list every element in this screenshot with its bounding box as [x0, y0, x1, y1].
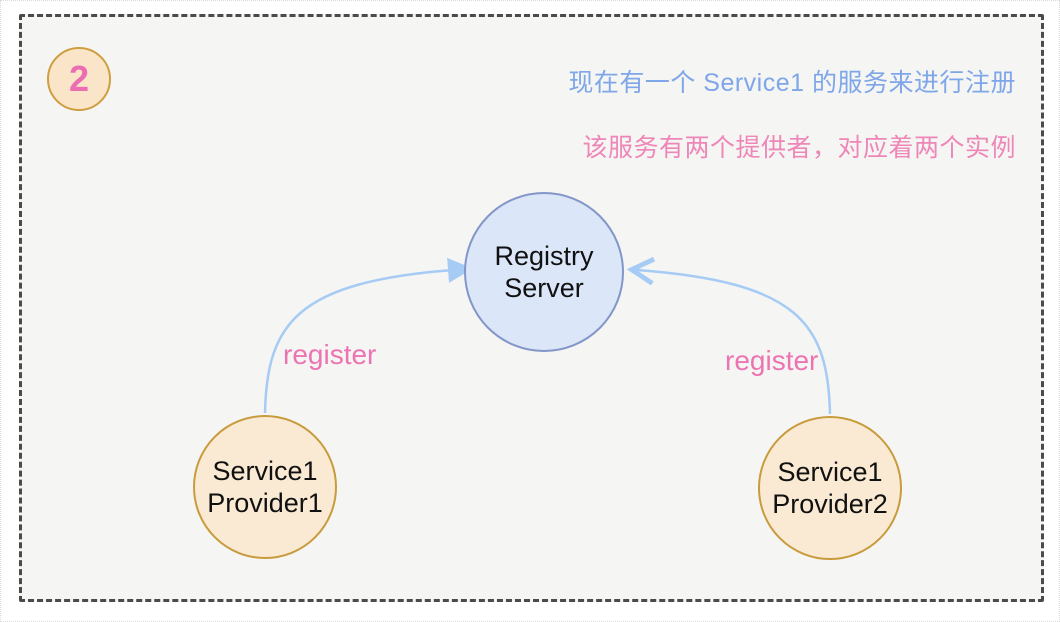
edge-label-register-left: register: [283, 339, 377, 370]
node-label-line: Provider2: [772, 489, 888, 519]
node-service1-provider2-label: Service1 Provider2: [772, 456, 888, 520]
node-service1-provider1-label: Service1 Provider1: [207, 455, 323, 519]
node-registry-server: Registry Server: [464, 192, 624, 352]
node-label-line: Service1: [212, 456, 318, 486]
node-label-line: Provider1: [207, 488, 323, 518]
node-registry-server-label: Registry Server: [494, 240, 593, 304]
edge-label-register-right: register: [725, 345, 819, 376]
node-service1-provider1: Service1 Provider1: [193, 415, 337, 559]
node-service1-provider2: Service1 Provider2: [758, 416, 902, 560]
caption-providers-note: 该服务有两个提供者，对应着两个实例: [582, 134, 1016, 162]
step-number: 2: [68, 58, 90, 99]
node-label-line: Service1: [777, 457, 883, 487]
node-label-line: Server: [504, 273, 584, 303]
step-badge: 2: [47, 47, 111, 111]
caption-register-title: 现在有一个 Service1 的服务来进行注册: [568, 69, 1016, 97]
node-label-line: Registry: [494, 241, 594, 271]
